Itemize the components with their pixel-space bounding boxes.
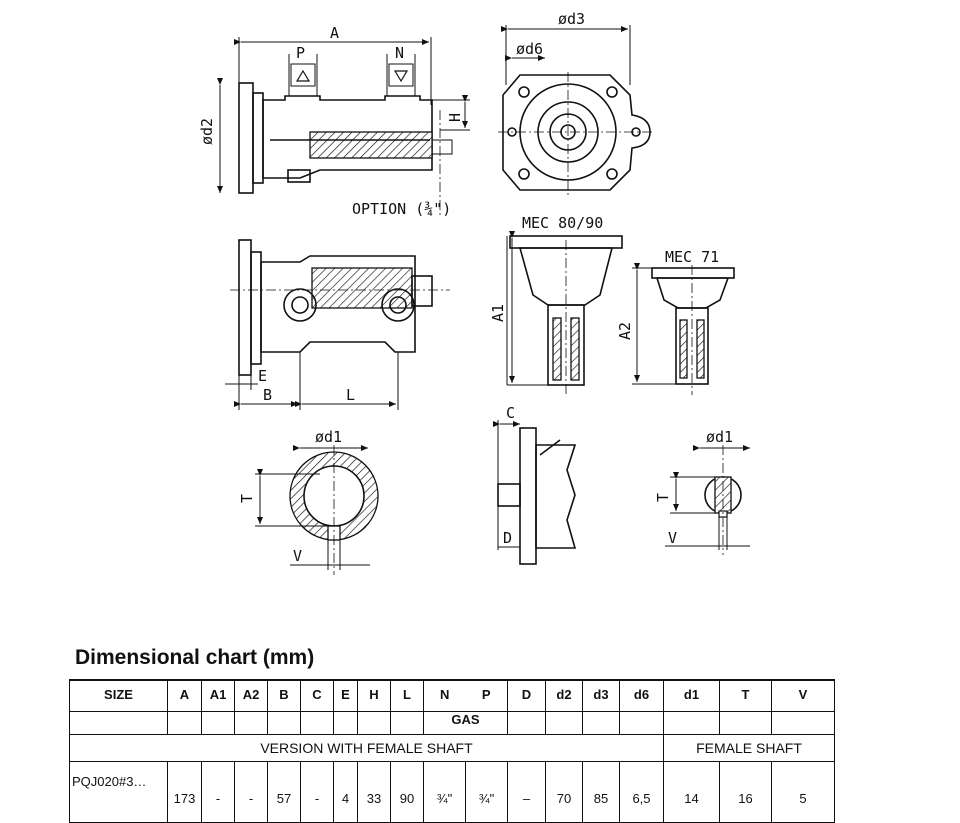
label-B: B <box>263 386 272 404</box>
label-N: N <box>395 44 404 62</box>
header-C: C <box>300 679 334 712</box>
label-T-left: T <box>238 494 256 503</box>
cell-P: ¾" <box>465 761 508 823</box>
header-gas: GAS <box>423 711 508 735</box>
label-d3: ød3 <box>558 10 585 28</box>
cell-H: 33 <box>357 761 391 823</box>
dimensional-chart-title: Dimensional chart (mm) <box>75 646 315 669</box>
cell-d6: 6,5 <box>619 761 664 823</box>
pump-section-view: E B L <box>225 239 450 410</box>
header-d6: d6 <box>619 679 664 712</box>
shaft-side-view: C D <box>493 404 577 565</box>
cell-size: PQJ020#3… <box>69 761 168 823</box>
header-P: P <box>465 679 508 712</box>
header-H: H <box>357 679 391 712</box>
label-V-left: V <box>293 547 302 565</box>
header-A2: A2 <box>234 679 268 712</box>
table-row: PQJ020#3… 173 - - 57 - 4 33 90 ¾" ¾" – 7… <box>69 761 835 823</box>
header-L: L <box>390 679 424 712</box>
label-d6: ød6 <box>516 40 543 58</box>
cell-V: 5 <box>771 761 835 823</box>
header-size: SIZE <box>69 679 168 712</box>
header-A1: A1 <box>201 679 235 712</box>
label-P: P <box>296 44 305 62</box>
table-gas-row: GAS <box>69 711 835 735</box>
header-d3: d3 <box>582 679 620 712</box>
pump-front-view: ød3 ød6 <box>498 10 655 195</box>
cell-d3: 85 <box>582 761 620 823</box>
label-C: C <box>506 404 515 422</box>
cell-T: 16 <box>719 761 772 823</box>
shaft-key-section: ød1 T V <box>654 428 750 555</box>
label-d1-left: ød1 <box>315 428 342 446</box>
label-L: L <box>346 386 355 404</box>
header-E: E <box>333 679 358 712</box>
cell-B: 57 <box>267 761 301 823</box>
label-T-right: T <box>654 493 672 502</box>
cell-C: - <box>300 761 334 823</box>
pump-side-view: A P N ød2 H OPTION (¾") <box>198 24 470 218</box>
header-d2: d2 <box>545 679 583 712</box>
label-A2: A2 <box>616 322 634 340</box>
label-mec71: MEC 71 <box>665 248 719 266</box>
header-A: A <box>167 679 202 712</box>
section-female-shaft: FEMALE SHAFT <box>663 734 835 762</box>
label-mec8090: MEC 80/90 <box>522 214 603 232</box>
header-d1: d1 <box>663 679 720 712</box>
section-version-female-shaft: VERSION WITH FEMALE SHAFT <box>69 734 664 762</box>
cell-N: ¾" <box>423 761 466 823</box>
label-A: A <box>330 24 339 42</box>
header-V: V <box>771 679 835 712</box>
label-d2: ød2 <box>198 118 216 145</box>
female-shaft-section: ød1 T V <box>238 428 379 575</box>
dimensional-table: SIZE A A1 A2 B C E H L N P D d2 d3 d6 d1… <box>69 679 835 823</box>
technical-drawing: A P N ød2 H OPTION (¾") ød3 <box>198 10 750 575</box>
cell-A2: - <box>234 761 268 823</box>
label-d1-right: ød1 <box>706 428 733 446</box>
label-option: OPTION (¾") <box>352 200 451 218</box>
label-V-right: V <box>668 529 677 547</box>
mec-71-view: MEC 71 A2 <box>616 248 735 395</box>
table-section-row: VERSION WITH FEMALE SHAFT FEMALE SHAFT <box>69 734 835 762</box>
mec-80-90-view: MEC 80/90 A1 <box>489 214 623 395</box>
label-D: D <box>503 529 512 547</box>
header-D: D <box>507 679 546 712</box>
cell-A: 173 <box>167 761 202 823</box>
cell-L: 90 <box>390 761 424 823</box>
cell-d1: 14 <box>663 761 720 823</box>
table-header-row: SIZE A A1 A2 B C E H L N P D d2 d3 d6 d1… <box>69 679 835 712</box>
cell-A1: - <box>201 761 235 823</box>
label-H: H <box>446 113 464 122</box>
cell-d2: 70 <box>545 761 583 823</box>
header-T: T <box>719 679 772 712</box>
header-B: B <box>267 679 301 712</box>
label-E: E <box>258 367 267 385</box>
header-N: N <box>423 679 466 712</box>
cell-E: 4 <box>333 761 358 823</box>
label-A1: A1 <box>489 304 507 322</box>
cell-D: – <box>507 761 546 823</box>
